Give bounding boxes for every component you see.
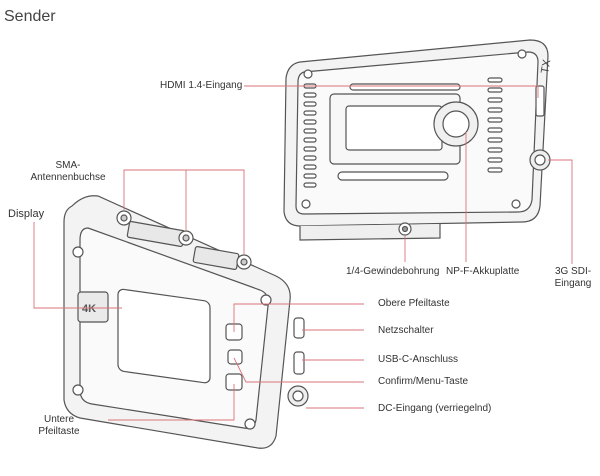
label-npf-plate: NP-F-Akkuplatte: [446, 266, 520, 277]
label-confirm-menu-key: Confirm/Menu-Taste: [378, 376, 469, 387]
label-display: Display: [8, 208, 45, 220]
label-lower-line1: Untere: [43, 414, 74, 425]
label-sdi-input: 3G SDI- Eingang: [548, 266, 598, 290]
label-hdmi-input: HDMI 1.4-Eingang: [160, 80, 243, 91]
label-sdi-line1: 3G SDI-: [554, 266, 592, 277]
label-dc-input: DC-Eingang (verriegelnd): [378, 403, 492, 414]
label-upper-arrow-key: Obere Pfeiltaste: [378, 298, 450, 309]
label-lower-arrow-key: Untere Pfeiltaste: [14, 414, 104, 438]
front-device: [63, 195, 309, 449]
label-sma-antenna: SMA- Antennenbuchse: [18, 160, 118, 184]
label-sma-line1: SMA-: [55, 160, 81, 171]
page-title: Sender: [4, 8, 56, 25]
label-sma-line2: Antennenbuchse: [30, 172, 106, 183]
back-mark: TX: [539, 58, 553, 75]
back-device: [283, 39, 551, 241]
label-power-switch: Netzschalter: [378, 325, 434, 336]
label-sdi-line2: Eingang: [554, 278, 592, 289]
label-lower-line2: Pfeiltaste: [38, 426, 80, 437]
label-thread-hole: 1/4-Gewindebohrung: [346, 266, 440, 277]
label-usbc-port: USB-C-Anschluss: [378, 354, 459, 365]
front-mark: 4K: [82, 303, 96, 315]
callout-lines: [33, 85, 573, 421]
